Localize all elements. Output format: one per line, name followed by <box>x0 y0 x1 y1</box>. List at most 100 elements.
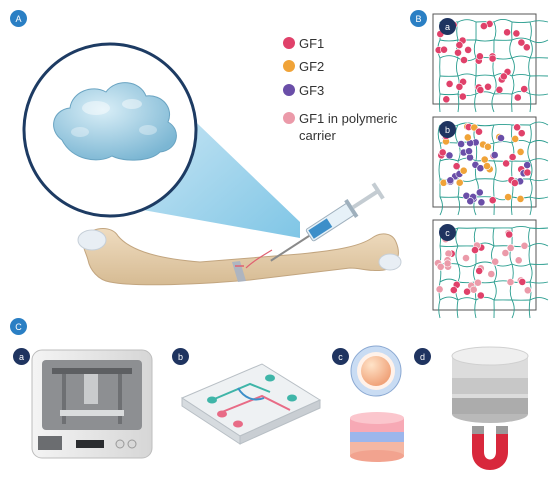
growth-factor-dot <box>440 45 448 54</box>
growth-factor-dot <box>464 46 472 54</box>
growth-factor-dot <box>471 246 479 254</box>
growth-factor-dot <box>504 193 512 201</box>
panel-c-sub-a-badge: a <box>13 348 30 365</box>
panel-b-sub-b-badge: b <box>439 121 456 138</box>
growth-factor-dot <box>518 277 527 286</box>
panel-c-sub-d-badge: d <box>414 348 431 365</box>
growth-factor-dot <box>469 285 478 294</box>
legend-dot-gf1 <box>283 37 295 49</box>
growth-factor-dot <box>514 256 523 265</box>
hydrogel-blob <box>53 82 177 161</box>
growth-factor-dot <box>487 270 496 278</box>
growth-factor-dot <box>436 262 445 271</box>
core-shell-bead <box>350 345 402 397</box>
growth-factor-dot <box>517 129 526 138</box>
growth-factor-dot <box>508 153 517 161</box>
growth-factor-dot <box>483 162 491 170</box>
growth-factor-dot <box>523 168 532 177</box>
growth-factor-dot <box>459 166 468 175</box>
legend-dot-gf1-carrier <box>283 112 295 124</box>
growth-factor-dot <box>476 164 485 173</box>
growth-factor-dot <box>490 151 499 159</box>
growth-factor-dot <box>463 133 472 142</box>
growth-factor-dot <box>511 134 520 143</box>
growth-factor-dot <box>495 85 504 94</box>
growth-factor-dot <box>438 148 447 157</box>
panel-a-badge: A <box>10 10 27 27</box>
growth-factor-dot <box>499 72 508 81</box>
growth-factor-dot <box>475 52 484 61</box>
panel-b-badge: B <box>410 10 427 27</box>
growth-factor-dot <box>475 188 484 197</box>
growth-factor-dot <box>503 28 511 37</box>
3d-printer <box>31 349 153 459</box>
panel-c-badge: C <box>10 318 27 335</box>
growth-factor-dot <box>516 147 525 156</box>
microfluidic-chip <box>180 363 322 445</box>
growth-factor-dot <box>488 54 497 63</box>
growth-factor-dot <box>483 142 492 151</box>
growth-factor-dot <box>460 56 468 64</box>
legend-dot-gf3 <box>283 84 295 96</box>
growth-factor-dot <box>517 38 526 47</box>
growth-factor-dot <box>476 86 485 94</box>
magnet <box>472 426 508 470</box>
growth-factor-dot <box>458 92 467 101</box>
legend-label-gf2: GF2 <box>299 59 325 74</box>
growth-factor-dot <box>516 194 525 203</box>
growth-factor-dot <box>445 151 454 160</box>
growth-factor-dot <box>488 196 497 205</box>
growth-factor-dot <box>520 241 529 250</box>
legend-label-gf1-carrier: GF1 in polymeric carrier <box>299 111 398 143</box>
growth-factor-dot <box>454 48 462 57</box>
legend-label-gf1: GF1 <box>299 36 325 51</box>
layered-discs <box>451 346 529 423</box>
growth-factor-dot <box>443 259 452 268</box>
syringe <box>270 182 385 262</box>
growth-factor-dot <box>445 80 454 88</box>
growth-factor-dot <box>484 82 492 91</box>
growth-factor-dot <box>505 230 514 239</box>
growth-factor-dot <box>466 197 475 206</box>
growth-factor-dot <box>473 278 482 287</box>
growth-factor-dot <box>462 254 470 262</box>
legend-dot-gf2 <box>283 60 295 72</box>
growth-factor-dot <box>480 155 489 164</box>
injection-line <box>245 249 273 269</box>
growth-factor-dot <box>466 153 474 162</box>
growth-factor-dot <box>446 176 455 185</box>
growth-factor-dot <box>475 266 484 275</box>
growth-factor-dot <box>455 41 464 49</box>
growth-factor-dot <box>520 85 529 93</box>
layered-scaffold <box>350 412 404 462</box>
growth-factor-dot <box>479 22 488 30</box>
growth-factor-dot <box>513 123 521 132</box>
panel-b-sub-c-badge: c <box>439 224 456 241</box>
growth-factor-dot <box>452 162 461 171</box>
growth-factor-dot <box>491 257 500 266</box>
growth-factor-dot <box>476 291 485 300</box>
growth-factor-dot <box>477 198 486 207</box>
growth-factor-dot <box>475 127 483 136</box>
growth-factor-dot <box>512 29 521 38</box>
legend-label-gf3: GF3 <box>299 83 325 98</box>
panel-c-sub-b-badge: b <box>172 348 189 365</box>
panel-c-sub-c-badge: c <box>332 348 349 365</box>
growth-factor-dot <box>523 286 532 295</box>
growth-factor-dot <box>513 93 522 102</box>
growth-factor-dot <box>435 285 444 294</box>
growth-factor-dot <box>510 179 519 187</box>
growth-factor-dot <box>455 178 464 187</box>
growth-factor-dot <box>444 249 453 258</box>
growth-factor-dot <box>457 140 465 148</box>
growth-factor-dot <box>497 134 505 142</box>
growth-factor-dot <box>502 159 510 168</box>
growth-factor-dot <box>501 249 510 257</box>
growth-factor-dot <box>455 82 464 91</box>
femur-bone <box>77 228 402 286</box>
growth-factor-dot <box>465 147 473 156</box>
growth-factor-dot <box>506 243 515 252</box>
growth-factor-dot <box>506 278 515 286</box>
growth-factor-dot <box>449 286 458 294</box>
